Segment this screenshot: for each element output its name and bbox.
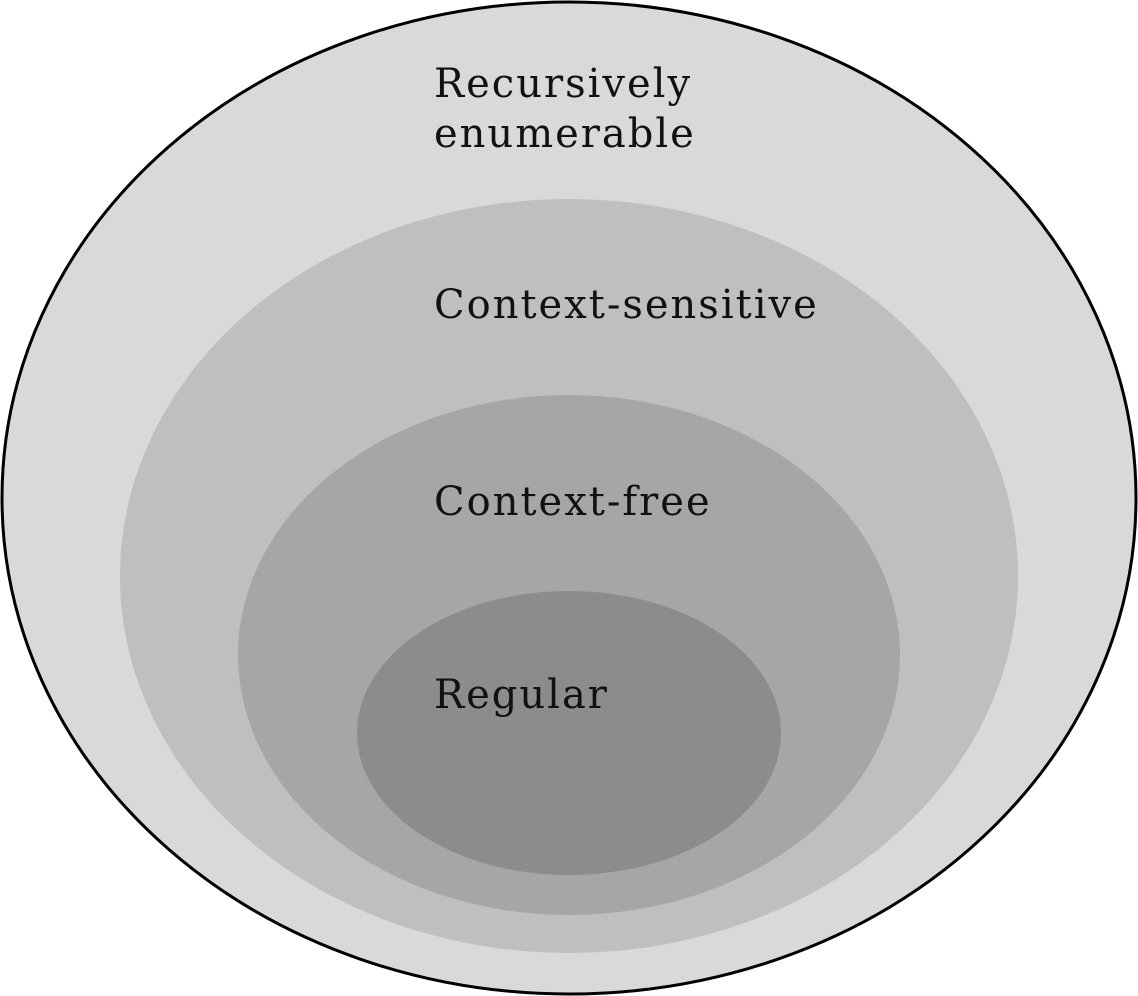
label-recursively-enumerable-line1: Recursively <box>434 61 692 107</box>
label-context-free: Context-free <box>434 479 712 525</box>
label-context-sensitive: Context-sensitive <box>434 282 819 328</box>
label-regular: Regular <box>434 672 609 718</box>
region-regular <box>357 591 781 875</box>
label-recursively-enumerable-line2: enumerable <box>434 111 696 157</box>
